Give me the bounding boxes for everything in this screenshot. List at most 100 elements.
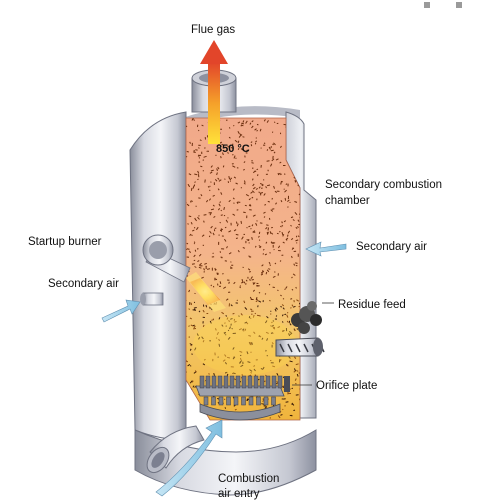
particle <box>282 225 283 226</box>
particle <box>187 410 189 412</box>
particle <box>194 308 197 309</box>
particle <box>269 284 270 285</box>
particle <box>266 225 268 226</box>
distributor-nozzle <box>242 376 246 388</box>
particle <box>294 330 295 331</box>
particle <box>194 415 195 417</box>
distributor-nozzle <box>260 376 264 388</box>
particle <box>239 122 240 123</box>
particle <box>294 329 295 330</box>
particle <box>288 235 289 237</box>
particle <box>213 286 214 287</box>
air-tuyere <box>204 397 208 405</box>
particle <box>283 377 284 378</box>
distributor-nozzle <box>212 376 216 388</box>
air-tuyere <box>219 397 223 405</box>
particle <box>243 137 245 138</box>
particle <box>189 216 192 217</box>
particle <box>272 209 274 210</box>
particle <box>284 124 286 125</box>
particle <box>210 186 211 187</box>
particle <box>295 263 297 264</box>
particle <box>204 221 205 223</box>
particle <box>221 215 223 216</box>
particle <box>236 234 239 235</box>
particle <box>250 257 251 258</box>
distributor-nozzle <box>272 376 276 388</box>
distributor-nozzle <box>200 376 204 388</box>
particle <box>189 393 191 395</box>
particle <box>187 152 189 153</box>
particle <box>285 289 286 290</box>
particle <box>292 277 293 278</box>
particle <box>241 221 242 224</box>
particle <box>291 225 292 226</box>
label-residue-feed: Residue feed <box>338 299 406 311</box>
particle <box>187 405 188 408</box>
particle <box>195 250 196 252</box>
label-secondary-air-left: Secondary air <box>48 278 119 290</box>
corner-pin-icons <box>424 2 462 8</box>
particle <box>296 287 297 289</box>
particle <box>190 201 191 202</box>
particle <box>251 309 252 310</box>
particle <box>204 215 207 216</box>
particle <box>297 371 299 372</box>
particle <box>189 309 190 310</box>
particle <box>242 279 243 282</box>
particle <box>259 240 260 241</box>
distributor-nozzle <box>254 376 258 388</box>
particle <box>192 354 193 355</box>
particle <box>191 188 192 191</box>
particle <box>263 253 264 254</box>
particle <box>215 279 217 280</box>
particle <box>256 138 257 139</box>
distributor-nozzle <box>248 376 252 388</box>
particle <box>264 205 266 206</box>
particle <box>209 236 210 237</box>
particle <box>247 227 248 228</box>
particle <box>255 313 256 314</box>
distributor-nozzle <box>236 376 240 388</box>
particle <box>221 156 222 158</box>
combustion-interior <box>184 118 301 420</box>
particle <box>194 150 195 153</box>
particle <box>252 237 253 240</box>
particle <box>235 177 236 178</box>
distributor-nozzle <box>218 376 222 388</box>
particle <box>190 365 191 366</box>
air-tuyere <box>257 397 261 405</box>
air-tuyere <box>242 397 246 405</box>
particle <box>274 122 275 123</box>
particle <box>288 365 289 367</box>
particle <box>241 123 244 124</box>
particle <box>264 217 265 218</box>
particle <box>291 217 293 218</box>
particle <box>196 412 198 413</box>
particle <box>236 238 238 239</box>
particle <box>198 130 199 131</box>
particle <box>270 252 271 253</box>
particle <box>234 203 235 204</box>
particle <box>237 300 238 301</box>
particle <box>267 149 268 150</box>
particle <box>205 180 206 183</box>
particle <box>297 328 298 329</box>
particle <box>209 374 210 375</box>
particle <box>259 232 260 234</box>
particle <box>243 212 246 213</box>
particle <box>278 173 279 175</box>
particle <box>211 285 212 286</box>
particle <box>269 300 270 301</box>
secondary-air-left-nozzle <box>140 293 163 305</box>
particle <box>203 325 204 327</box>
particle <box>192 264 195 265</box>
particle <box>258 174 259 176</box>
particle <box>189 396 190 399</box>
particle <box>255 246 256 248</box>
particle <box>210 308 211 309</box>
particle <box>197 179 198 180</box>
label-secondary-combustion-1: Secondary combustion <box>325 179 442 191</box>
particle <box>189 326 190 327</box>
